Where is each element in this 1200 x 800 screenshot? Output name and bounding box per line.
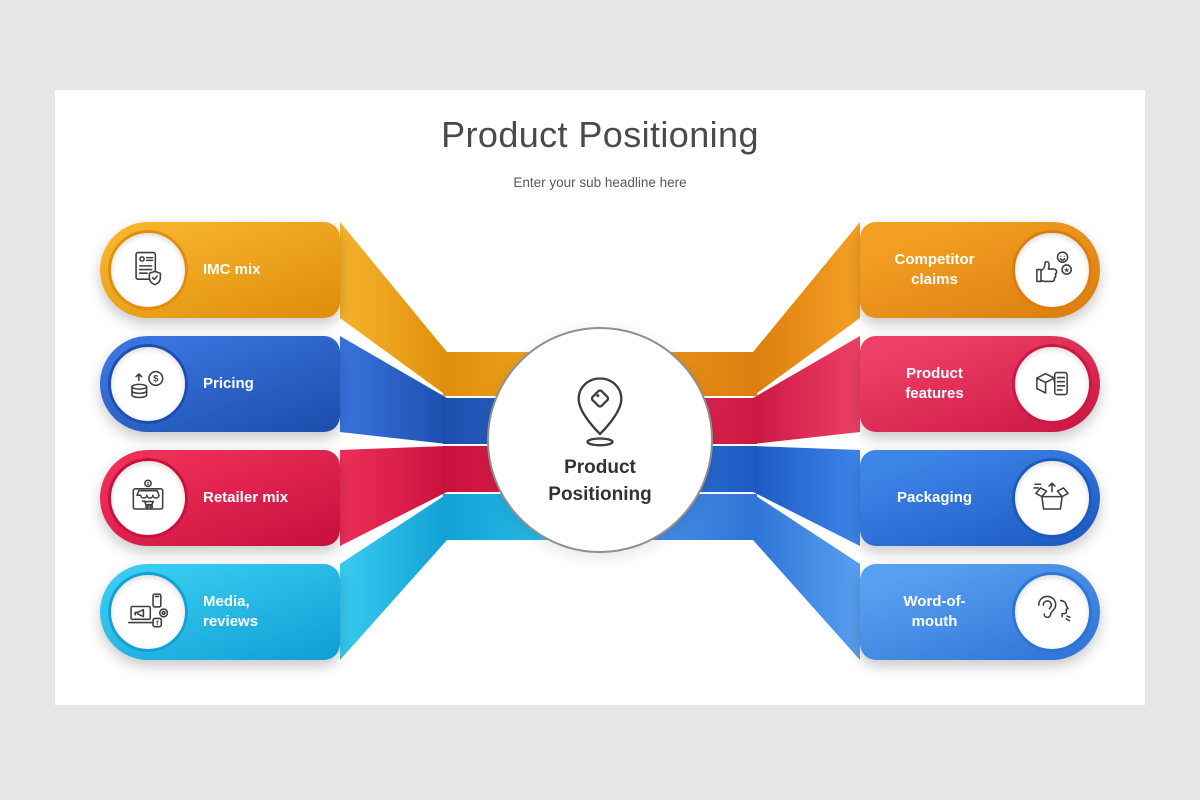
svg-text:$: $ [147,481,150,486]
node-media-reviews: f Media, reviews [100,564,340,660]
ribbon-word-of-mouth-fold [753,494,860,660]
box-checklist-icon [1036,371,1068,396]
center-node: Product Positioning [487,327,713,553]
center-label-line1: Product [564,457,636,479]
product-features-icon-circle [1012,344,1092,424]
map-pin-tag-icon [577,377,623,447]
ear-whisper-icon [1037,595,1071,622]
ribbon-product-features-fold [753,336,860,444]
node-label: IMC mix [203,260,261,278]
retailer-mix-icon-circle: $ [108,458,188,538]
svg-text:$: $ [153,374,158,384]
media-reviews-icon-circle: f [108,572,188,652]
center-label-line2: Positioning [548,484,652,505]
slide-title: Product Positioning [441,114,759,155]
node-word-of-mouth: Word-of-mouth [860,564,1100,660]
ribbon-media-reviews-fold [340,494,447,660]
svg-text:f: f [156,620,159,627]
media-social-icon: f [127,593,169,628]
thumbs-up-reviews-icon: ★ [1036,251,1073,283]
slide-subtitle: Enter your sub headline here [513,175,687,190]
slide-canvas: Product Positioning Enter your sub headl… [55,90,1145,705]
node-label: Retailer mix [203,488,289,506]
svg-text:★: ★ [1064,267,1070,274]
ribbon-retailer-mix-fold [340,446,447,546]
ribbon-competitor-claims-fold [753,222,860,396]
node-label: Pricing [203,374,254,392]
node-packaging: Packaging [860,450,1100,546]
imc-mix-icon-circle [108,230,188,310]
open-box-icon [1033,482,1069,510]
node-label: Product features [905,364,964,402]
storefront-icon: $ [132,479,164,510]
ribbon-packaging-fold [753,446,860,546]
node-competitor-claims: ★ Competitor claims [860,222,1100,318]
node-label: Word-of-mouth [903,592,966,630]
packaging-icon-circle [1012,458,1092,538]
node-imc-mix: IMC mix [100,222,340,318]
node-label: Packaging [896,488,973,506]
pricing-icon-circle: $ [108,344,188,424]
node-pricing: $ Pricing [100,336,340,432]
node-product-features: Product features [860,336,1100,432]
document-shield-icon [135,251,162,286]
node-label: Competitor claims [894,250,975,288]
ribbon-pricing-fold [340,336,447,444]
coins-dollar-icon: $ [131,370,164,399]
ribbon-imc-mix-fold [340,222,447,396]
node-label: Media, reviews [203,592,259,630]
competitor-claims-icon-circle: ★ [1012,230,1092,310]
word-of-mouth-icon-circle [1012,572,1092,652]
node-retailer-mix: $ Retailer mix [100,450,340,546]
center-label: Product Positioning [548,455,651,508]
